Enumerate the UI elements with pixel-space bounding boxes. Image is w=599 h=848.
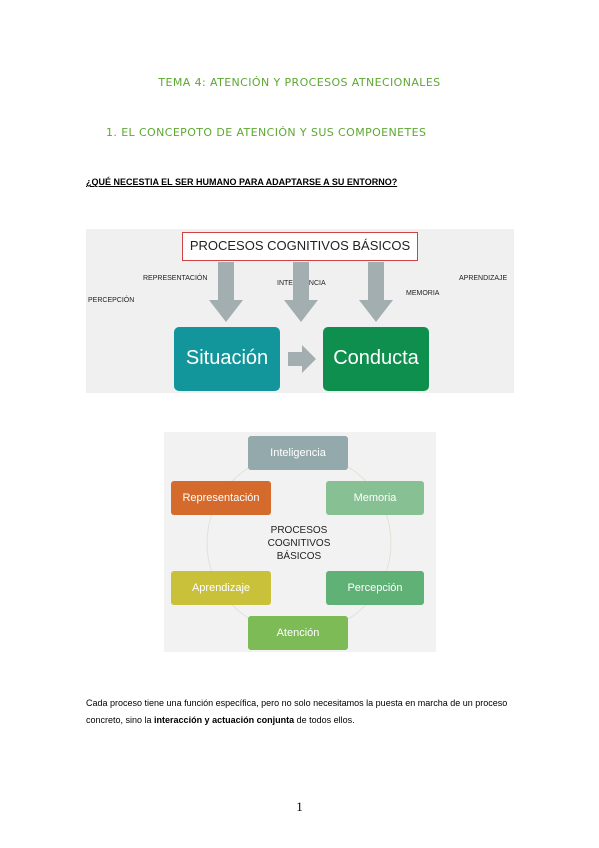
document-title: TEMA 4: ATENCIÓN Y PROCESOS ATNECIONALES [158,76,441,89]
procesos-cognitivos-box: PROCESOS COGNITIVOS BÁSICOS [182,232,418,261]
page-number: 1 [296,799,303,814]
paragraph-text: Cada proceso tiene una función específic… [86,698,508,725]
down-arrow-icon [284,262,318,322]
situacion-box: Situación [174,327,280,391]
question-heading: ¿QUÉ NECESTIA EL SER HUMANO PARA ADAPTAR… [86,177,398,187]
paragraph-bold-text: interacción y actuación conjunta [154,715,295,725]
center-line: BÁSICOS [276,551,322,562]
node-aprendizaje: Aprendizaje [171,571,271,605]
down-arrow-icon [359,262,393,322]
paragraph-text: de todos ellos. [294,715,355,725]
node-memoria: Memoria [326,481,424,515]
label-aprendizaje: APRENDIZAJE [459,275,508,282]
label-percepcion: PERCEPCIÓN [88,297,135,304]
section-heading: 1. EL CONCEPOTO DE ATENCIÓN Y SUS COMPOE… [106,126,427,139]
cognitive-processes-cycle-diagram: Inteligencia Memoria Percepción Atención… [164,432,436,652]
down-arrow-icon [209,262,243,322]
conducta-box: Conducta [323,327,429,391]
label-memoria: MEMORIA [406,290,440,297]
situation-conduct-diagram: PROCESOS COGNITIVOS BÁSICOS PERCEPCIÓN R… [86,229,514,393]
right-arrow-icon [288,345,316,373]
center-line: PROCESOS [270,525,328,536]
node-representacion: Representación [171,481,271,515]
node-inteligencia: Inteligencia [248,436,348,470]
node-percepcion: Percepción [326,571,424,605]
cycle-center-label: PROCESOS COGNITIVOS BÁSICOS [234,524,364,563]
node-atencion: Atención [248,616,348,650]
center-line: COGNITIVOS [267,538,331,549]
body-paragraph: Cada proceso tiene una función específic… [86,695,526,729]
label-representacion: REPRESENTACIÓN [143,275,208,282]
